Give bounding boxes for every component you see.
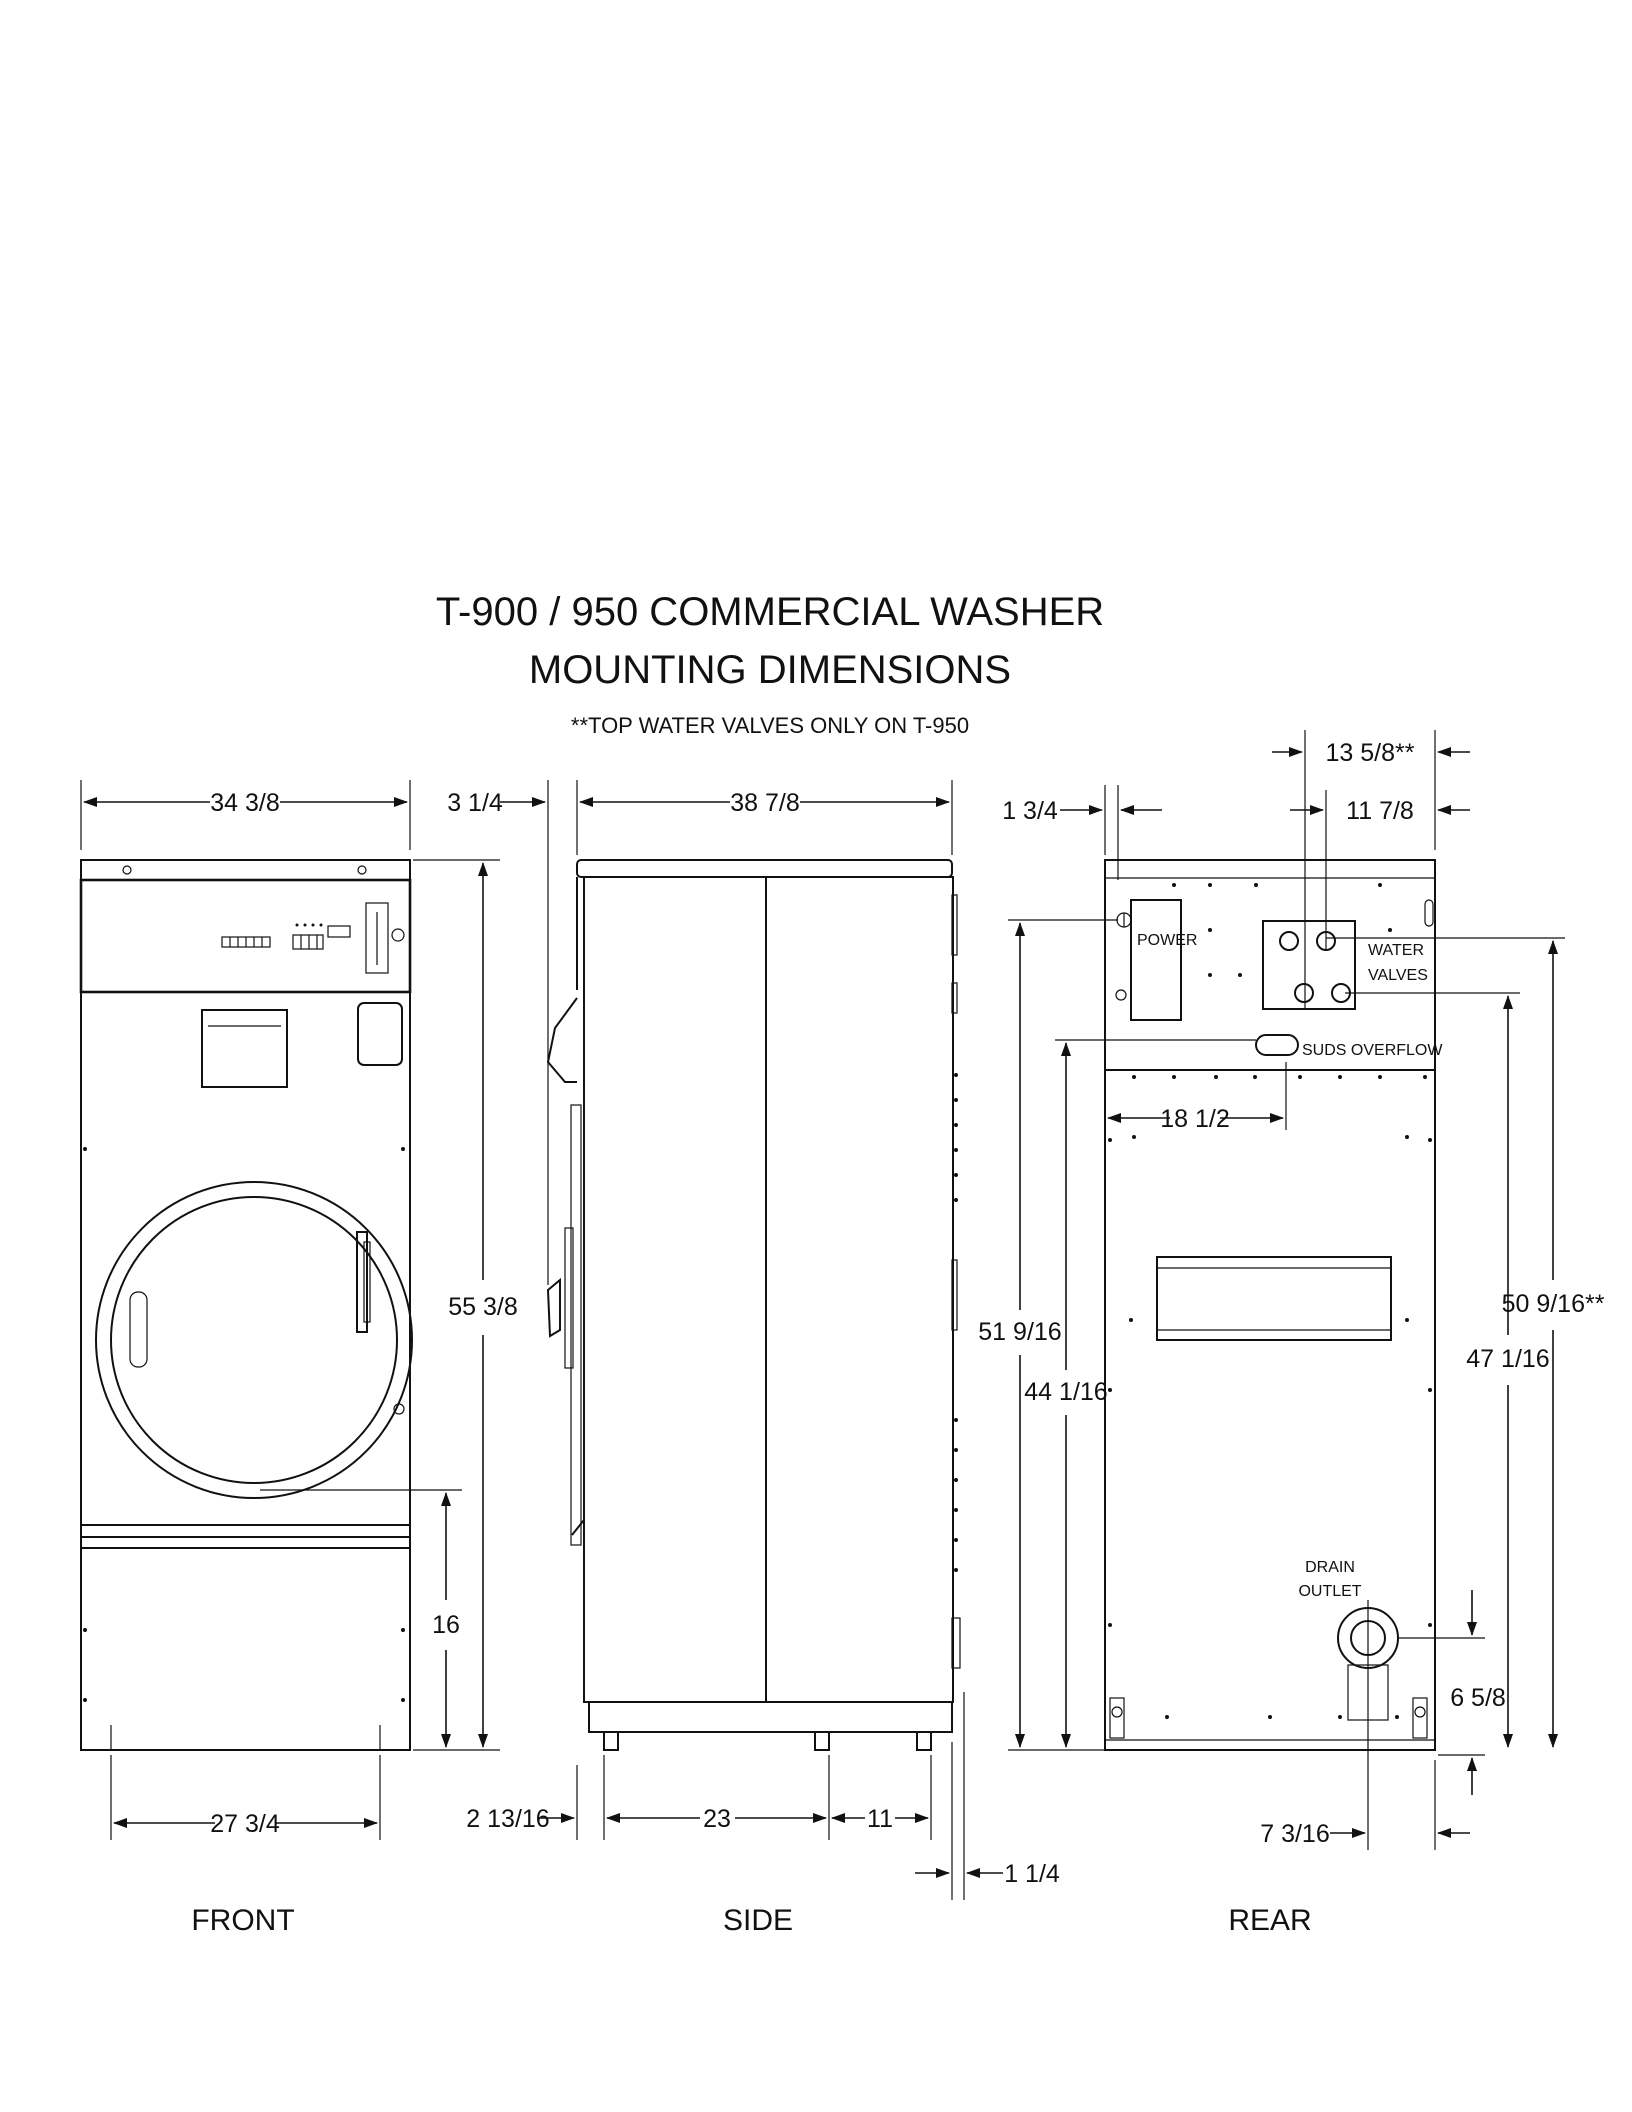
view-label-front: FRONT bbox=[191, 1904, 294, 1937]
dim-side-front-foot: 2 13/16 bbox=[466, 1805, 549, 1833]
dim-rear-overflow-height: 44 1/16 bbox=[1024, 1378, 1107, 1406]
title-line-1: T-900 / 950 COMMERCIAL WASHER bbox=[436, 590, 1104, 634]
dim-rear-drain-x: 7 3/16 bbox=[1260, 1820, 1330, 1848]
soap-dispenser bbox=[202, 1010, 287, 1087]
dim-front-lower: 16 bbox=[432, 1611, 460, 1639]
dim-side-depth: 38 7/8 bbox=[730, 789, 800, 817]
suds-overflow: SUDS OVERFLOW bbox=[1256, 1035, 1443, 1059]
dim-side-rear-foot: 11 bbox=[867, 1805, 893, 1833]
title-note: **TOP WATER VALVES ONLY ON T-950 bbox=[571, 713, 969, 738]
dim-front-height: 55 3/8 bbox=[448, 1293, 518, 1321]
dim-rear-power-height: 51 9/16 bbox=[978, 1318, 1061, 1346]
dim-rear-overflow-x: 18 1/2 bbox=[1160, 1105, 1230, 1133]
label-suds-overflow: SUDS OVERFLOW bbox=[1302, 1042, 1443, 1059]
washer-door bbox=[96, 1182, 412, 1498]
label-drain-2: OUTLET bbox=[1298, 1583, 1361, 1600]
dim-front-width: 34 3/8 bbox=[210, 789, 280, 817]
coin-box bbox=[358, 1003, 402, 1065]
label-power: POWER bbox=[1137, 932, 1197, 949]
label-drain-1: DRAIN bbox=[1305, 1559, 1355, 1576]
dim-rear-valves-low-height: 47 1/16 bbox=[1466, 1345, 1549, 1373]
drain-outlet: DRAIN OUTLET bbox=[1298, 1559, 1398, 1720]
front-view bbox=[81, 860, 412, 1750]
dim-side-rear-overhang: 1 1/4 bbox=[1004, 1860, 1060, 1888]
dim-front-feet: 27 3/4 bbox=[210, 1810, 280, 1838]
dim-rear-drain-height: 6 5/8 bbox=[1450, 1684, 1506, 1712]
side-view bbox=[548, 860, 960, 1750]
dim-rear-valves-top-height: 50 9/16** bbox=[1502, 1290, 1605, 1318]
dim-side-panel-offset: 3 1/4 bbox=[447, 789, 503, 817]
power-connection: POWER bbox=[1116, 900, 1197, 1020]
label-water-2: VALVES bbox=[1368, 967, 1428, 984]
view-label-rear: REAR bbox=[1228, 1904, 1311, 1937]
control-panel bbox=[222, 903, 404, 973]
dim-side-feet-span: 23 bbox=[703, 1805, 731, 1833]
dim-rear-left-offset: 1 3/4 bbox=[1002, 797, 1058, 825]
water-valves: WATER VALVES bbox=[1263, 921, 1428, 1009]
dim-rear-valves-inner: 11 7/8 bbox=[1346, 797, 1414, 825]
title-line-2: MOUNTING DIMENSIONS bbox=[529, 648, 1011, 692]
dim-rear-valves-outer: 13 5/8** bbox=[1326, 739, 1415, 767]
label-water-1: WATER bbox=[1368, 942, 1424, 959]
rear-access-panel bbox=[1157, 1257, 1391, 1340]
rear-dimensions: 1 3/4 13 5/8** 11 7/8 18 1/2 51 9/16 44 … bbox=[978, 730, 1604, 1850]
view-label-side: SIDE bbox=[723, 1904, 793, 1937]
